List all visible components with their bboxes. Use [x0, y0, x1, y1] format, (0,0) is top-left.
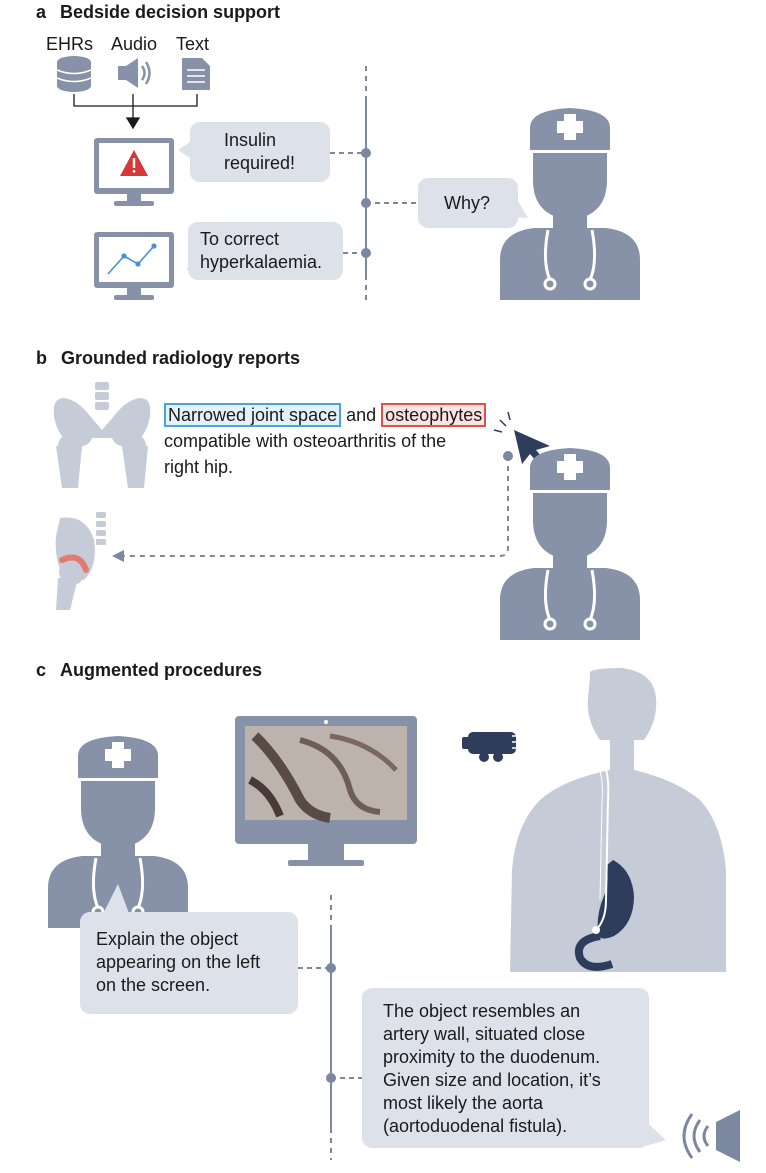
answer-bubble-line-1: To correct [200, 229, 280, 249]
question-bubble: Explain the object appearing on the left… [80, 912, 298, 1014]
panel-b-title: Grounded radiology reports [61, 348, 301, 368]
source-label-text: Text [176, 34, 210, 54]
panel-b-letter: b [36, 348, 47, 368]
report-line-1: Narrowed joint space and osteophytes [164, 402, 524, 428]
panel-a-title: Bedside decision support [60, 2, 281, 22]
source-connector-lines [73, 94, 198, 130]
endoscope-handle-icon [462, 732, 520, 762]
answer-line-3: proximity to the duodenum. [383, 1047, 601, 1067]
speaker-icon [682, 1110, 740, 1162]
highlight-osteophytes[interactable]: osteophytes [381, 403, 487, 427]
why-bubble-text: Why? [444, 193, 491, 213]
panel-a-heading: a Bedside decision support [36, 2, 280, 23]
answer-line-5: most likely the aorta [383, 1093, 544, 1113]
pelvis-xray-icon [53, 382, 151, 488]
question-line-1: Explain the object [96, 929, 239, 949]
radiology-report: Narrowed joint space and osteophytes com… [164, 402, 524, 480]
source-label-ehrs: EHRs [46, 34, 94, 54]
answer-line-4: Given size and location, it’s [383, 1070, 601, 1090]
patient-silhouette [510, 668, 726, 972]
report-connector: and [346, 405, 377, 425]
database-icon [56, 56, 92, 92]
answer-line-2: artery wall, situated close [383, 1024, 586, 1044]
panel-c-title: Augmented procedures [60, 660, 263, 680]
question-line-3: on the screen. [96, 975, 211, 995]
endoscopy-monitor [235, 716, 417, 866]
audio-speaker-icon [118, 58, 151, 88]
alert-bubble-line-1: Insulin [224, 130, 277, 150]
question-line-2: appearing on the left [96, 952, 261, 972]
hip-joint-icon [55, 512, 106, 610]
answer-line-1: The object resembles an [383, 1001, 581, 1021]
highlight-narrowed-joint-space[interactable]: Narrowed joint space [164, 403, 342, 427]
reference-path-b [112, 451, 513, 562]
panel-c-letter: c [36, 660, 47, 680]
hyperkalaemia-answer-bubble: To correct hyperkalaemia. [188, 222, 343, 280]
alert-bubble-line-2: required! [224, 153, 296, 173]
answer-line-6: (aortoduodenal fistula). [383, 1116, 568, 1136]
timeline-c [298, 895, 362, 1160]
report-line-2: compatible with osteoarthritis of the [164, 431, 447, 451]
answer-bubble-line-2: hyperkalaemia. [200, 252, 323, 272]
source-label-audio: Audio [111, 34, 158, 54]
text-document-icon [182, 58, 210, 90]
panel-c-heading: c Augmented procedures [36, 660, 262, 681]
report-line-3: right hip. [164, 457, 234, 477]
timeline-a [330, 66, 418, 305]
panel-b-heading: b Grounded radiology reports [36, 348, 300, 369]
chart-monitor [94, 232, 174, 300]
doctor-figure-a [498, 106, 642, 302]
insulin-alert-bubble: Insulin required! [190, 122, 330, 182]
why-bubble: Why? [418, 178, 518, 228]
aorta-answer-bubble: The object resembles an artery wall, sit… [362, 988, 649, 1148]
alert-monitor [94, 138, 174, 206]
panel-a-letter: a [36, 2, 47, 22]
